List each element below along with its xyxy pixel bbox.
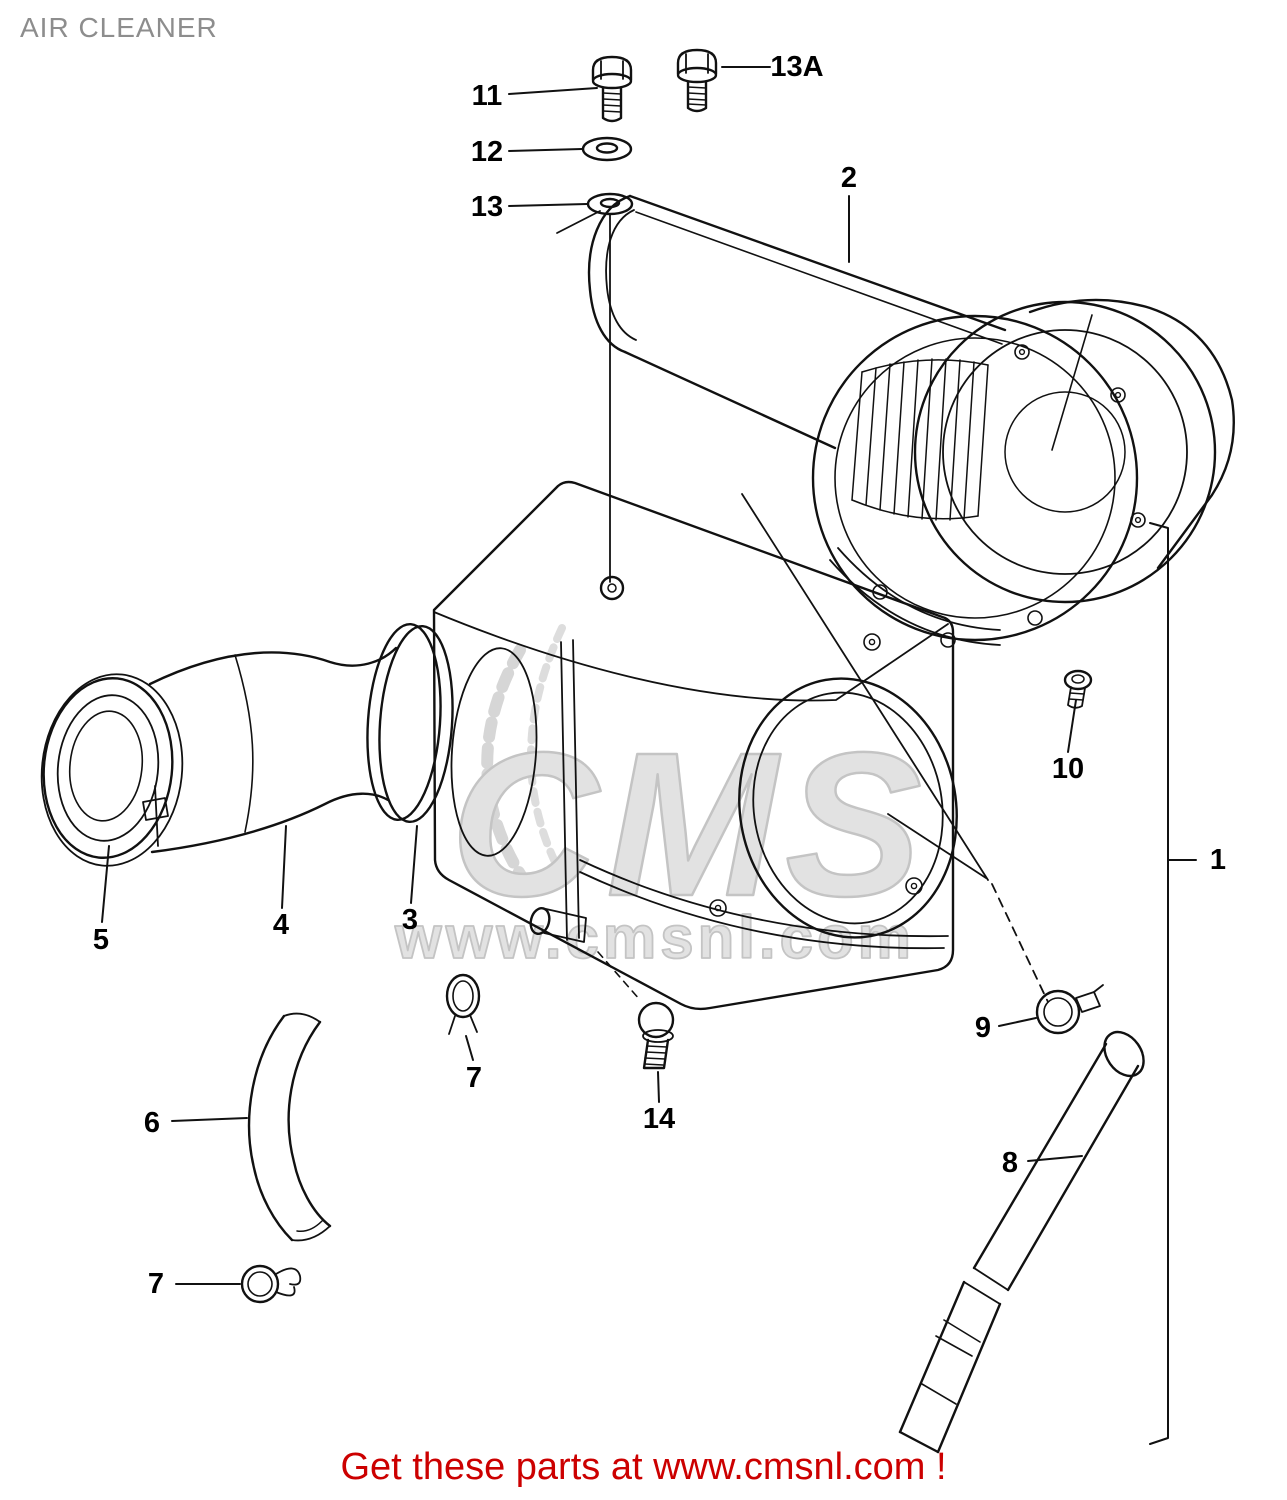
washer-13 bbox=[556, 192, 634, 583]
bolt-11 bbox=[591, 55, 633, 123]
callout-8: 8 bbox=[1001, 1147, 1019, 1179]
callout-9: 9 bbox=[974, 1012, 992, 1044]
screw-10 bbox=[1063, 669, 1093, 709]
callout-13: 13 bbox=[470, 191, 504, 223]
air-cleaner-case-part2 bbox=[587, 194, 1235, 648]
drain-hose-6 bbox=[247, 1012, 332, 1242]
callout-7-upper: 7 bbox=[465, 1062, 483, 1094]
clip-7-upper bbox=[445, 973, 481, 1035]
bolt-14 bbox=[637, 1001, 675, 1070]
assembly-bracket-1 bbox=[1149, 522, 1169, 1445]
washer-12 bbox=[581, 136, 633, 162]
page-title: AIR CLEANER bbox=[20, 12, 218, 43]
callout-5: 5 bbox=[92, 924, 110, 956]
clamp-7-lower bbox=[240, 1264, 302, 1304]
clamp-9 bbox=[1035, 984, 1104, 1035]
callout-10: 10 bbox=[1051, 753, 1085, 785]
footer-link[interactable]: Get these parts at www.cmsnl.com ! bbox=[340, 1446, 947, 1488]
drain-tube-8 bbox=[898, 1030, 1145, 1454]
callout-13a: 13A bbox=[770, 51, 824, 83]
watermark-url: www.cmsnl.com bbox=[394, 904, 915, 971]
callout-7-lower: 7 bbox=[147, 1268, 165, 1300]
bolt-13a bbox=[676, 48, 718, 113]
callout-4: 4 bbox=[272, 909, 290, 941]
leader-lines bbox=[101, 66, 1197, 1445]
callout-1: 1 bbox=[1209, 844, 1227, 876]
filter-pleats bbox=[851, 358, 989, 521]
air-box-housing bbox=[432, 480, 1049, 1011]
callout-11: 11 bbox=[471, 80, 503, 112]
intake-duct bbox=[40, 623, 454, 867]
callout-6: 6 bbox=[143, 1107, 161, 1139]
callout-14: 14 bbox=[642, 1103, 676, 1135]
callout-2: 2 bbox=[840, 162, 858, 194]
callout-12: 12 bbox=[470, 136, 504, 168]
callout-3: 3 bbox=[401, 904, 419, 936]
